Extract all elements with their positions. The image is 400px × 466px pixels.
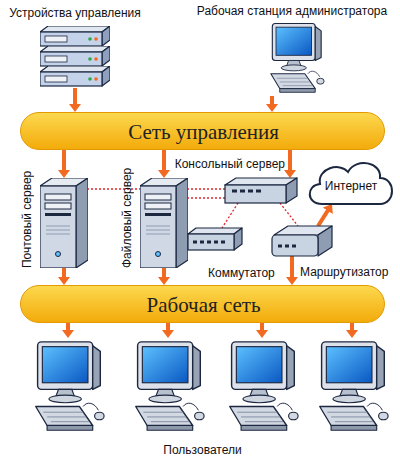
server-rack-icon	[40, 26, 110, 86]
network-arrow	[288, 150, 292, 171]
network-arrow	[166, 323, 170, 331]
network-band: Рабочая сеть	[20, 285, 385, 323]
console-link	[280, 203, 298, 226]
node-label: Рабочая станция администратора	[182, 3, 400, 19]
switch-icon	[188, 228, 242, 250]
network-arrow	[318, 210, 328, 226]
rack-unit	[40, 46, 110, 66]
network-arrow	[162, 268, 166, 278]
device-front	[188, 234, 234, 250]
device-front	[272, 235, 318, 256]
console-link	[222, 203, 238, 228]
router: Маршрутизатор	[272, 226, 332, 256]
mail-server-icon	[40, 178, 88, 268]
device-ports	[193, 241, 225, 244]
network-arrow	[260, 323, 264, 331]
network-arrow	[73, 88, 77, 105]
console-server-icon	[225, 178, 297, 203]
network-arrow	[66, 323, 70, 331]
network-arrow	[162, 150, 166, 171]
device-front	[225, 185, 286, 203]
server-rack: Устройства управления	[40, 26, 110, 88]
file-server-icon	[140, 178, 188, 268]
router-icon	[272, 226, 332, 256]
node-label: Устройства управления	[0, 5, 160, 21]
network-switch: Коммутатор	[188, 228, 242, 250]
network-arrow	[350, 323, 354, 331]
node-label: Коммутатор	[208, 265, 298, 281]
network-band: Сеть управления	[20, 112, 385, 150]
network-arrow	[62, 150, 66, 171]
device-ports	[232, 190, 261, 193]
node-label: Файловый сервер	[119, 178, 135, 268]
device-side	[234, 228, 242, 250]
device-top	[188, 228, 242, 234]
network-arrow	[270, 96, 274, 105]
console-link	[188, 197, 225, 198]
device-top	[225, 178, 297, 185]
device-side	[318, 226, 332, 256]
file-server: Файловый сервер	[140, 178, 188, 268]
console-server: Консольный сервер	[225, 178, 297, 203]
mail-server: Почтовый сервер	[40, 178, 88, 268]
admin-workstation: Рабочая станция администратора	[262, 22, 326, 96]
user-workstations: Пользователи	[20, 338, 385, 438]
user-computer-icon	[320, 342, 388, 430]
node-label: Сеть управления	[21, 113, 386, 151]
device-ports	[278, 245, 296, 248]
device-side	[286, 178, 297, 203]
node-label: Рабочая сеть	[21, 286, 386, 324]
node-label: Маршрутизатор	[300, 264, 400, 280]
node-label: Консольный сервер	[155, 156, 285, 172]
network-arrow	[62, 268, 66, 278]
user-computers	[36, 342, 388, 430]
user-computer-icon	[136, 342, 204, 430]
internet-cloud: Интернет	[308, 158, 394, 204]
network-arrow	[290, 256, 294, 278]
user-computer-icon	[36, 342, 104, 430]
admin-computer-icon	[271, 23, 324, 92]
rack-unit	[40, 26, 110, 46]
node-label: Пользователи	[20, 442, 385, 458]
rack-unit	[40, 66, 110, 86]
user-computer-icon	[230, 342, 298, 430]
node-label: Интернет	[308, 178, 394, 194]
node-label: Почтовый сервер	[19, 178, 35, 268]
